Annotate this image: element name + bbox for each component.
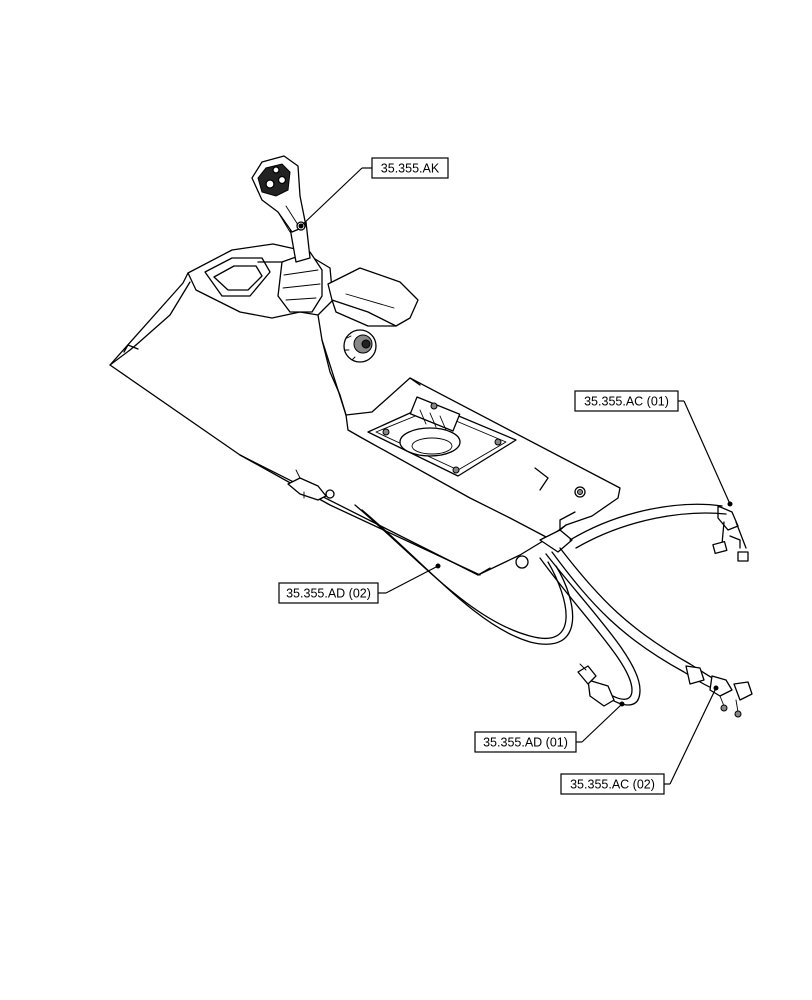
callout-ac-02-label: 35.355.AC (02)	[570, 778, 655, 792]
console-housing	[109, 243, 621, 576]
callout-ak: 35.355.AK	[298, 157, 449, 229]
armrest-pad	[327, 267, 419, 327]
callout-ad-01: 35.355.AD (01)	[474, 701, 625, 753]
callout-ad-02-label: 35.355.AD (02)	[286, 587, 371, 601]
joystick	[251, 155, 323, 313]
callout-ac-01: 35.355.AC (01)	[574, 390, 733, 507]
rotary-knob	[343, 329, 377, 363]
callout-ak-label: 35.355.AK	[381, 162, 440, 176]
callout-ad-01-label: 35.355.AD (01)	[483, 736, 568, 750]
harness-bundle	[539, 503, 753, 718]
harness-ad-02	[354, 504, 574, 645]
callout-ac-02: 35.355.AC (02)	[560, 685, 719, 795]
callout-ac-01-label: 35.355.AC (01)	[584, 395, 669, 409]
callout-ad-02: 35.355.AD (02)	[278, 563, 441, 604]
left-connector	[287, 469, 335, 501]
gear-selector-recess	[399, 427, 461, 457]
